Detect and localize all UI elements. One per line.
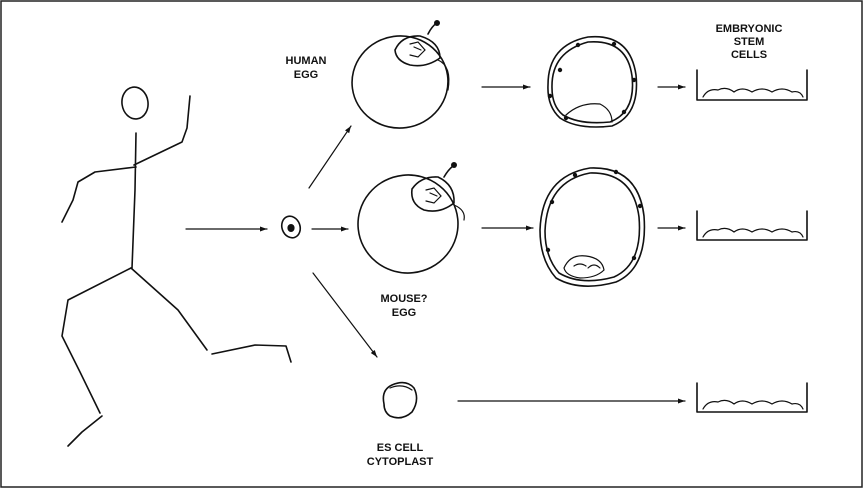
- stick-figure-left-arm: [62, 167, 136, 222]
- stick-figure-body: [132, 133, 136, 268]
- human-egg: [346, 20, 454, 134]
- blastocyst-mouse: [540, 168, 644, 286]
- stick-figure-right-foot: [212, 345, 291, 362]
- stick-figure-left-leg: [62, 268, 131, 413]
- stick-figure-runner: [62, 85, 291, 446]
- arrow-cell-to-human-egg: [309, 126, 351, 188]
- arrow-cell-to-cytoplast: [313, 273, 377, 357]
- label-cytoplast: CYTOPLAST: [367, 456, 434, 468]
- label-cells: CELLS: [731, 49, 767, 61]
- label-human-egg: EGG: [294, 69, 318, 81]
- label-es-cell: ES CELL: [377, 442, 424, 454]
- stick-figure-left-foot: [68, 416, 102, 446]
- mouse-egg: [353, 162, 464, 278]
- culture-dish-3: [697, 383, 807, 412]
- label-human: HUMAN: [286, 55, 327, 67]
- stick-figure-right-arm: [134, 96, 190, 165]
- somatic-cell: [279, 214, 303, 241]
- stick-figure-right-leg: [131, 268, 207, 350]
- es-cell-cytoplast: [383, 383, 416, 418]
- stick-figure-head: [120, 85, 150, 120]
- label-mouse: MOUSE?: [380, 293, 427, 305]
- culture-dish-1: [697, 70, 807, 100]
- label-mouse-egg: EGG: [392, 307, 416, 319]
- label-embryonic: EMBRYONIC: [716, 23, 783, 35]
- label-stem: STEM: [734, 36, 765, 48]
- blastocyst-human: [548, 37, 637, 127]
- culture-dish-2: [697, 211, 807, 240]
